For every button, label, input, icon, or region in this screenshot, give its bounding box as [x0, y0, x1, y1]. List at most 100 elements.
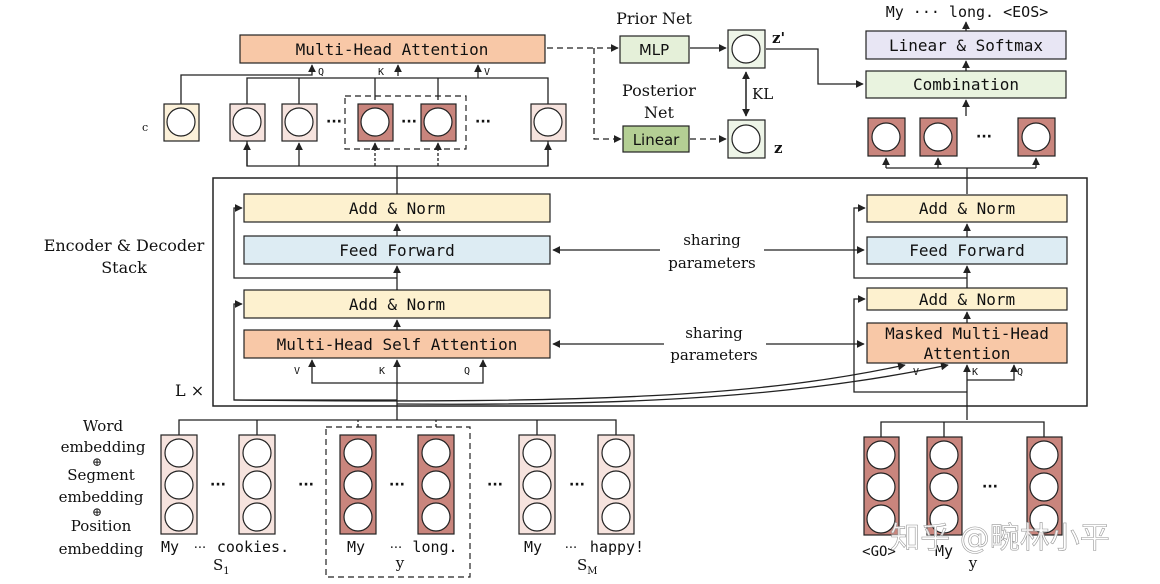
- top-vector-5: [530, 103, 567, 142]
- y-dashed-group: [325, 426, 471, 578]
- sharing-bottom-2: parameters: [670, 346, 758, 364]
- dec-out-vector-2: [919, 117, 958, 157]
- top-ellipsis-2: ···: [401, 114, 417, 130]
- enc-residual-bottom: [233, 300, 397, 401]
- q-arrow: [180, 64, 316, 104]
- caption-my-2: My: [347, 538, 365, 556]
- dec-residual-top: [853, 204, 967, 279]
- dec-add-norm-top-box: [866, 194, 1068, 223]
- v-arrow: [246, 77, 549, 104]
- dec-add-norm-bottom: Add & Norm: [919, 290, 1015, 309]
- emb-label-5: ⊕: [92, 505, 102, 519]
- s1-vector-2: [238, 434, 276, 535]
- emb-label-3: Segment: [67, 466, 135, 484]
- caption-dots-3: ···: [565, 541, 577, 556]
- dec-out-vector-3: [1017, 117, 1056, 157]
- top-mha-box: [239, 34, 546, 64]
- sm-vector-1: [518, 434, 556, 535]
- dec-q-label: Q: [1017, 367, 1023, 378]
- linear-softmax-label: Linear & Softmax: [889, 36, 1043, 55]
- enc-add-norm-bottom: Add & Norm: [349, 295, 445, 314]
- enc-add-norm-top-box: [243, 193, 551, 223]
- sa-q-label: Q: [464, 366, 470, 377]
- caption-y-1: y: [395, 554, 405, 572]
- z-label: z: [774, 139, 783, 157]
- caption-long: long.: [412, 538, 457, 556]
- encoder-input-fan: [178, 419, 617, 435]
- caption-go: <GO>: [862, 544, 896, 560]
- sm-ellipsis: ···: [569, 477, 585, 493]
- dec-masked-2: Attention: [924, 344, 1011, 363]
- caption-cookies: cookies.: [217, 538, 289, 556]
- s-ellipsis-a: ···: [298, 477, 314, 493]
- k-label: K: [378, 67, 384, 78]
- decoder-input-fan: [880, 421, 1045, 437]
- sharing-bottom-1: sharing: [685, 324, 743, 342]
- l-times-label: L ×: [175, 381, 204, 400]
- s1-vector-1: [160, 434, 198, 535]
- top-mha-label: Multi-Head Attention: [296, 40, 489, 59]
- sm-vector-2: [597, 434, 635, 535]
- dec-residual-bottom: [853, 295, 967, 393]
- s-ellipsis-b: ···: [487, 477, 503, 493]
- top-vector-1: [229, 103, 266, 142]
- linear-label: Linear: [633, 131, 680, 149]
- enc-dec-cross-v: [233, 362, 906, 402]
- dec-in-ellipsis: ···: [982, 479, 998, 495]
- posterior-label-1: Posterior: [622, 81, 696, 100]
- caption-my-1: My: [161, 538, 179, 556]
- emb-label-6: Position: [71, 517, 132, 535]
- s1-ellipsis: ···: [210, 477, 226, 493]
- emb-label-1: embedding: [61, 438, 146, 456]
- dec-add-norm-top: Add & Norm: [919, 199, 1015, 218]
- sa-v-label: V: [294, 366, 300, 377]
- z-node: [731, 124, 761, 154]
- caption-y-2: y: [968, 554, 978, 572]
- dec-masked-1: Masked Multi-Head: [885, 324, 1049, 343]
- sa-k-label: K: [379, 366, 385, 377]
- emb-label-2: ⊕: [92, 455, 102, 469]
- stack-frame: [212, 177, 1088, 407]
- enc-residual-top: [233, 204, 397, 279]
- dec-in-vector-3: [1026, 436, 1063, 536]
- top-dashed-group: [344, 95, 467, 150]
- enc-dec-cross-k: [396, 362, 949, 405]
- combination-box: [865, 70, 1067, 99]
- enc-ff: Feed Forward: [339, 241, 455, 260]
- dec-out-ellipsis: ···: [976, 129, 992, 145]
- enc-self-attention: Multi-Head Self Attention: [277, 335, 518, 354]
- encoder-fan-top: [246, 141, 549, 167]
- prior-net-label: Prior Net: [616, 9, 692, 28]
- watermark: 知乎 @畹林小平: [890, 521, 1110, 556]
- top-vector-3: [357, 103, 394, 142]
- z-prime-node: [731, 34, 761, 64]
- top-ellipsis-3: ···: [475, 114, 491, 130]
- emb-label-4: embedding: [59, 488, 144, 506]
- linear-box: [622, 125, 690, 153]
- enc-add-norm-bottom-box: [243, 289, 551, 319]
- caption-happy: happy!: [590, 538, 644, 556]
- stack-label-2: Stack: [101, 258, 147, 277]
- mlp-label: MLP: [639, 41, 669, 59]
- caption-my-4: My: [935, 542, 953, 560]
- y-vector-2: [417, 434, 455, 535]
- emb-label-7: embedding: [59, 540, 144, 558]
- enc-add-norm-top: Add & Norm: [349, 199, 445, 218]
- y-ellipsis: ···: [389, 477, 405, 493]
- dec-out-vector-1: [867, 117, 906, 157]
- caption-dots-1: ···: [194, 541, 206, 556]
- mlp-box: [619, 35, 690, 64]
- posterior-label-2: Net: [644, 103, 674, 122]
- top-vector-2: [281, 103, 318, 142]
- caption-s1: S1: [213, 556, 230, 577]
- c-node: [166, 107, 196, 137]
- enc-ff-box: [243, 235, 551, 265]
- sharing-top-1: sharing: [683, 231, 741, 249]
- kl-label: KL: [752, 85, 773, 103]
- dec-in-vector-2: [926, 436, 963, 536]
- dec-ff: Feed Forward: [909, 241, 1025, 260]
- combination-label: Combination: [913, 75, 1019, 94]
- v-label: V: [484, 67, 490, 78]
- enc-self-attention-box: [243, 329, 551, 359]
- q-label: Q: [318, 67, 324, 78]
